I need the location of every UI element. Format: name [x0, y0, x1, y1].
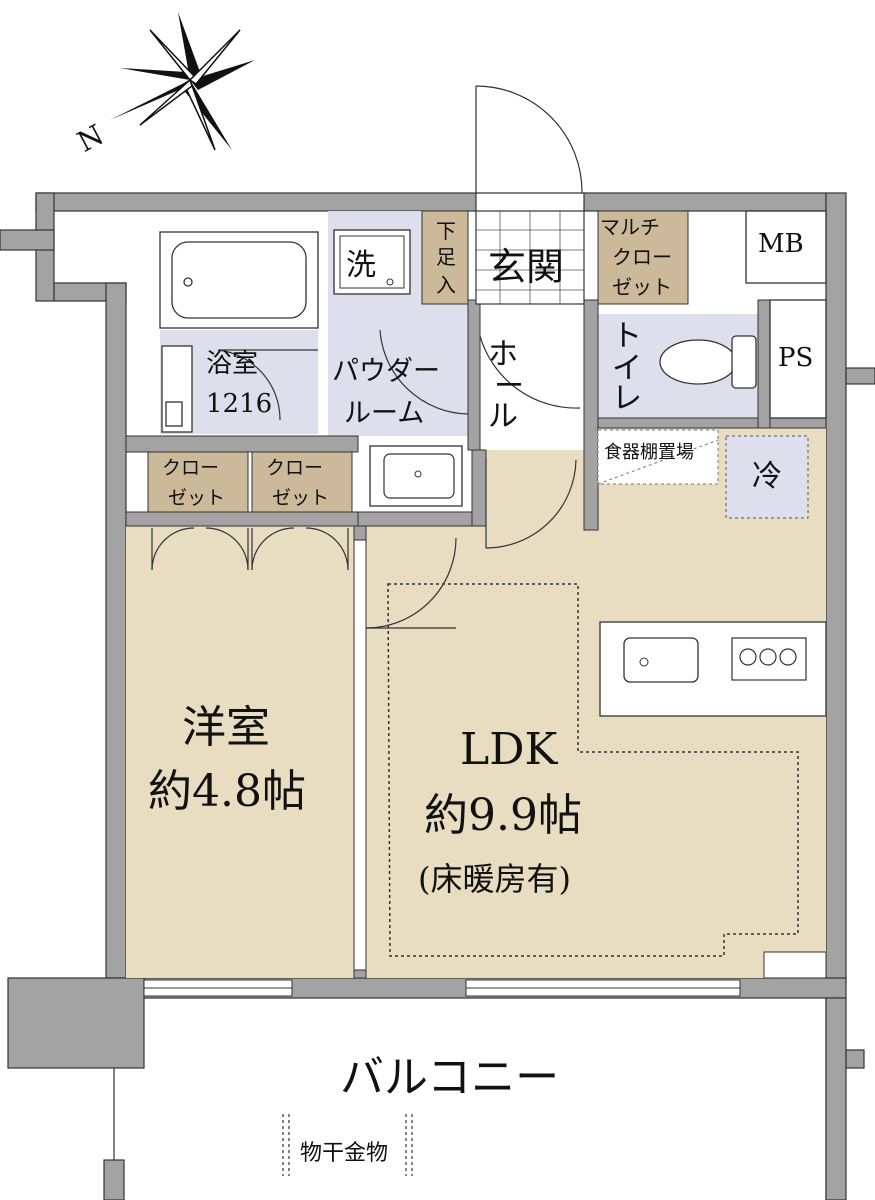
closet-b-line2: ゼット [272, 487, 329, 509]
kitchen-sink [623, 637, 699, 683]
closet-a-line1: クロー [162, 457, 219, 479]
toilet-char-3: レ [612, 381, 642, 416]
entrance-door [475, 85, 584, 194]
western-room-name: 洋室 [182, 702, 270, 753]
fridge-label: 冷 [752, 459, 782, 494]
stove-icon [731, 637, 807, 681]
laundry-hanger-markers [282, 1114, 413, 1176]
shoe-closet [421, 210, 469, 305]
multi-closet-line3: ゼット [612, 275, 672, 299]
hall-char-1: ホ [488, 337, 518, 372]
north-label: N [72, 118, 109, 159]
ldk-floor [366, 428, 826, 978]
toilet-char-2: イ [612, 351, 642, 386]
western-room-floor [126, 526, 354, 978]
toilet-fixture [659, 335, 757, 389]
sliding-door [353, 539, 367, 971]
bath-fixtures [159, 231, 319, 433]
shoe-closet-char-2: 足 [436, 245, 456, 269]
door-swings [151, 329, 581, 629]
multi-closet-line1: マルチ [600, 215, 660, 239]
hall-char-2: ー [494, 369, 524, 404]
entrance-tiles [476, 211, 584, 304]
ldk-name: LDK [460, 724, 558, 775]
ldk-size: 約9.9帖 [424, 790, 582, 841]
multi-closet-line2: クロー [612, 245, 672, 269]
hall-char-3: ル [488, 399, 518, 434]
ps-label: PS [778, 343, 813, 373]
bathroom-size: 1216 [206, 389, 272, 419]
compass-rose-icon [110, 12, 255, 151]
shoe-closet-char-3: 入 [436, 273, 456, 297]
outer-walls [0, 192, 875, 1069]
mb-box [745, 210, 827, 284]
western-room-size: 約4.8帖 [148, 766, 306, 817]
balcony-structure [103, 997, 865, 1200]
fridge-space [725, 435, 809, 519]
mb-label: MB [758, 229, 804, 259]
washer-label: 洗 [346, 248, 376, 283]
floor-heating-zone [387, 583, 799, 957]
dish-shelf-label: 食器棚置場 [604, 442, 694, 463]
bathroom-name: 浴室 [206, 349, 258, 379]
windows [143, 951, 827, 997]
shoe-closet-char-1: 下 [436, 219, 456, 243]
entrance-label: 玄関 [488, 245, 564, 289]
closet-a [147, 451, 249, 513]
balcony-name: バルコニー [340, 1052, 559, 1103]
multi-closet [597, 210, 689, 305]
powder-room-line1: パウダー [332, 356, 440, 387]
closet-a-line2: ゼット [168, 487, 225, 509]
dish-shelf-space [597, 429, 719, 485]
closet-b-line1: クロー [266, 457, 323, 479]
ldk-note: (床暖房有) [418, 860, 571, 898]
ps-box [769, 299, 827, 419]
closet-b [251, 451, 353, 513]
laundry-hanger-label: 物干金物 [300, 1141, 388, 1166]
toilet-char-1: ト [612, 319, 642, 354]
powder-room-line2: ルーム [344, 398, 424, 429]
washer-space [333, 229, 411, 295]
